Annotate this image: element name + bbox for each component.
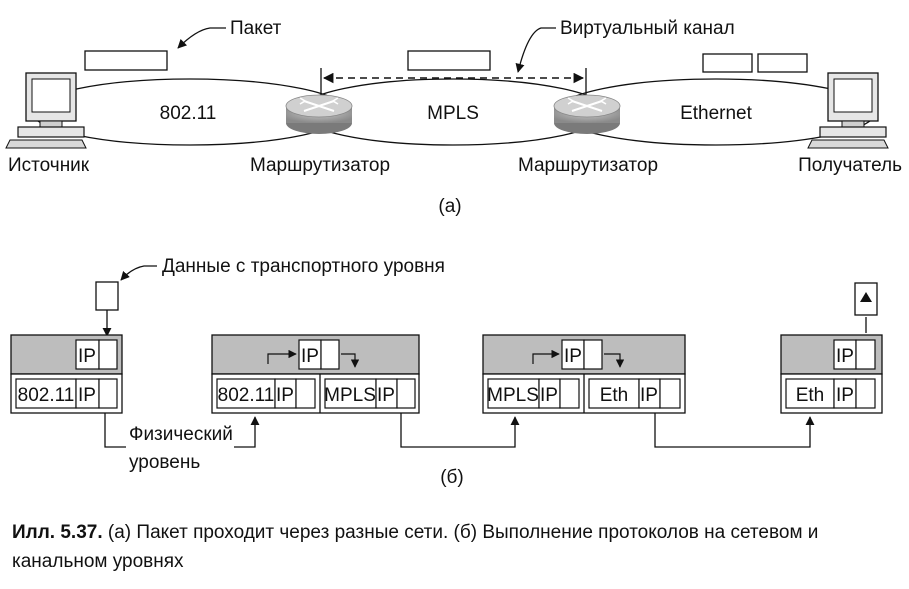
router1-link-ip-in-label: IP <box>276 385 294 406</box>
packet-box-mpls <box>407 50 491 71</box>
destination-label: Получатель <box>798 155 902 176</box>
router-icon-right <box>553 94 621 134</box>
source-link-80211-label: 802.11 <box>18 385 75 406</box>
router-icon-left <box>285 94 353 134</box>
router1-net-ip-label: IP <box>301 346 319 367</box>
physical-layer-label-line2: уровень <box>129 452 200 473</box>
virtual-circuit-label: Виртуальный канал <box>560 18 735 39</box>
router-label-left: Маршрутизатор <box>250 155 390 176</box>
protocol-stack-destination: IP Eth IP <box>780 334 883 414</box>
protocol-stack-source: IP 802.11 IP <box>10 334 123 414</box>
network-diagram: 802.11 MPLS Ethernet Пакет Виртуальный к… <box>5 18 902 488</box>
packet-pointer-arrow <box>177 27 226 49</box>
router-label-right: Маршрутизатор <box>518 155 658 176</box>
router2-link-ip-out-label: IP <box>640 385 658 406</box>
caption-number: Илл. 5.37. <box>12 522 103 543</box>
physical-layer-label-line1: Физический <box>129 424 233 445</box>
router2-net-ip-label: IP <box>564 346 582 367</box>
packet-label: Пакет <box>230 18 282 39</box>
packet-box-eth-2 <box>757 53 808 73</box>
sub-label-a: (а) <box>438 196 461 217</box>
source-label: Источник <box>8 155 90 176</box>
router1-link-mpls-label: MPLS <box>324 385 376 406</box>
packet-box-source <box>84 50 168 71</box>
physical-link-2 <box>400 413 520 448</box>
physical-link-3 <box>654 413 815 448</box>
destination-link-ip-label: IP <box>836 385 854 406</box>
protocol-stack-router-2: IP MPLS IP Eth IP <box>482 334 686 414</box>
packet-box-eth-1 <box>702 53 753 73</box>
destination-link-eth-label: Eth <box>796 385 825 406</box>
transport-pointer-arrow <box>120 265 157 281</box>
source-link-ip-label: IP <box>78 385 96 406</box>
figure-caption: Илл. 5.37. (а) Пакет проходит через разн… <box>12 518 892 576</box>
computer-icon-destination <box>807 72 889 149</box>
caption-text: (а) Пакет проходит через разные сети. (б… <box>12 522 819 572</box>
delivery-arrowhead <box>860 292 872 302</box>
source-net-ip-label: IP <box>78 346 96 367</box>
protocol-stack-router-1: IP 802.11 IP MPLS IP <box>211 334 420 414</box>
network-label-80211: 802.11 <box>160 103 217 124</box>
network-label-ethernet: Ethernet <box>680 103 753 124</box>
router1-link-ip-out-label: IP <box>377 385 395 406</box>
router1-link-80211-label: 802.11 <box>218 385 275 406</box>
transport-data-box-source <box>95 281 119 311</box>
router2-link-mpls-label: MPLS <box>487 385 539 406</box>
virtual-circuit-pointer-arrow <box>515 27 556 73</box>
physical-label-backdrop <box>126 422 234 476</box>
transport-layer-label: Данные с транспортного уровня <box>162 256 445 277</box>
computer-icon-source <box>5 72 87 149</box>
destination-net-ip-label: IP <box>836 346 854 367</box>
network-label-mpls: MPLS <box>427 103 479 124</box>
router2-link-ip-in-label: IP <box>540 385 558 406</box>
sub-label-b: (б) <box>440 467 464 488</box>
router2-link-eth-label: Eth <box>600 385 629 406</box>
